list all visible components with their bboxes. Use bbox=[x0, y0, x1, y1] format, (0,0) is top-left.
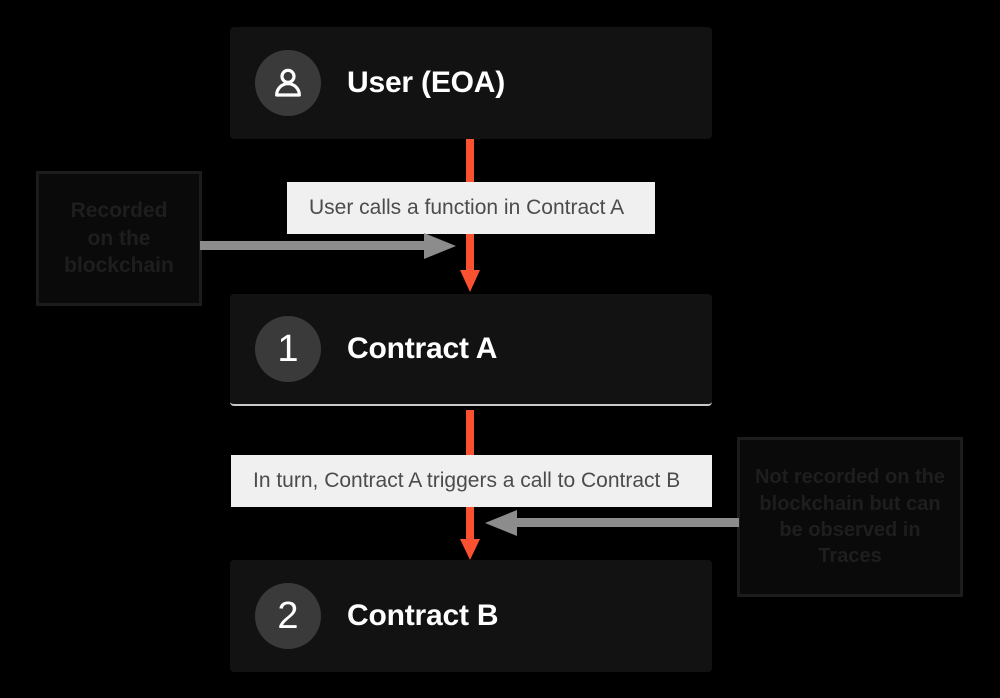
flow-arrow-user-to-label bbox=[458, 139, 482, 184]
person-icon bbox=[275, 68, 301, 97]
contract-a-step-badge: 1 bbox=[255, 316, 321, 382]
contract-a-step-number: 1 bbox=[277, 328, 299, 370]
annotation-right-line-4: Traces bbox=[818, 545, 882, 568]
annotation-left-pointer-arrow bbox=[200, 231, 458, 261]
node-contract-a[interactable]: 1 Contract A bbox=[230, 294, 712, 406]
flow-arrow-contract-a-to-label bbox=[458, 410, 482, 456]
annotation-right-pointer-arrow bbox=[483, 508, 739, 538]
node-contract-b[interactable]: 2 Contract B bbox=[230, 560, 712, 672]
message-1-text: User calls a function in Contract A bbox=[309, 196, 625, 219]
contract-b-step-badge: 2 bbox=[255, 583, 321, 649]
node-user-label: User (EOA) bbox=[347, 66, 506, 99]
contract-b-step-number: 2 bbox=[277, 595, 299, 637]
annotation-right-line-3: be observed in bbox=[779, 519, 921, 541]
flow-arrow-label-to-contract-a bbox=[458, 234, 482, 294]
node-contract-b-label: Contract B bbox=[347, 599, 499, 632]
message-contract-a-triggers-contract-b: In turn, Contract A triggers a call to C… bbox=[231, 455, 712, 507]
annotation-recorded-on-blockchain: Recorded on the blockchain bbox=[36, 171, 202, 306]
node-contract-a-label: Contract A bbox=[347, 332, 498, 365]
annotation-left-line-3: blockchain bbox=[64, 254, 174, 278]
message-2-text: In turn, Contract A triggers a call to C… bbox=[253, 469, 681, 492]
flow-arrow-label-to-contract-b bbox=[458, 507, 482, 562]
user-avatar bbox=[255, 50, 321, 116]
annotation-right-line-2: blockchain but can bbox=[759, 492, 941, 515]
annotation-left-line-1: Recorded bbox=[70, 198, 168, 222]
annotation-right-line-1: Not recorded on the bbox=[754, 466, 945, 489]
node-user[interactable]: User (EOA) bbox=[230, 27, 712, 139]
message-user-calls-contract-a: User calls a function in Contract A bbox=[287, 182, 655, 234]
annotation-not-recorded-traces: Not recorded on the blockchain but can b… bbox=[737, 437, 963, 597]
annotation-left-line-2: on the bbox=[87, 226, 151, 250]
